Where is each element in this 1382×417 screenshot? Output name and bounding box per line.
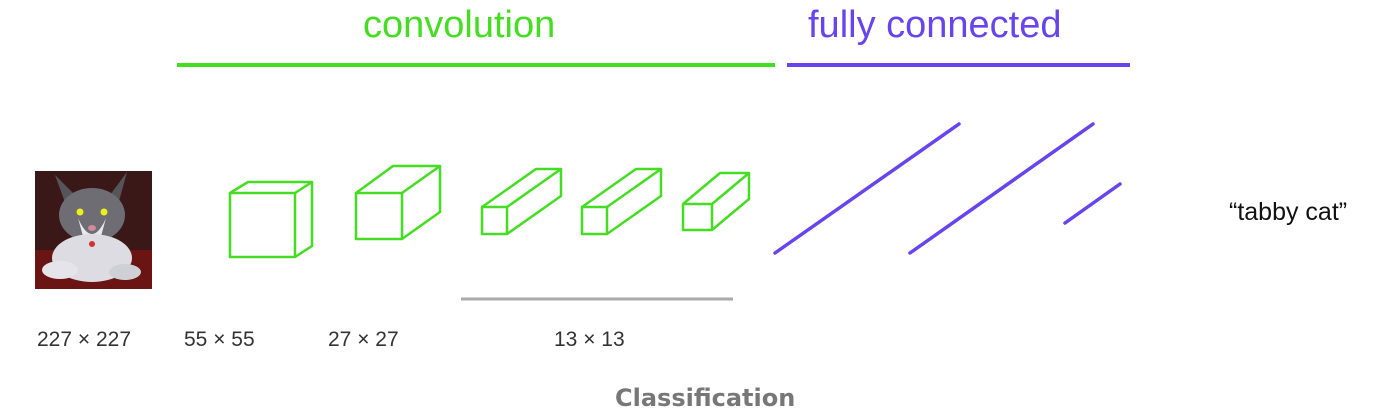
dimension-label-27: 27 × 27 <box>328 328 399 351</box>
conv-block-13-a <box>480 167 563 236</box>
fc-layer-3 <box>1063 182 1122 225</box>
output-label: “tabby cat” <box>1229 198 1348 226</box>
conv-block-13-c <box>681 171 751 232</box>
fully-connected-header: fully connected <box>808 4 1062 46</box>
convolution-header: convolution <box>363 4 556 46</box>
dimension-label-input: 227 × 227 <box>37 328 132 351</box>
conv-block-27 <box>354 164 442 241</box>
conv-block-13-b <box>580 167 663 236</box>
fc-layer-2 <box>908 122 1095 255</box>
dimension-label-13: 13 × 13 <box>554 328 625 351</box>
cat-photo-icon <box>35 171 152 289</box>
fc-layer-1 <box>773 122 961 255</box>
conv-block-55 <box>228 180 314 259</box>
dimension-label-55: 55 × 55 <box>184 328 255 351</box>
diagram-caption: Classification <box>615 384 796 412</box>
